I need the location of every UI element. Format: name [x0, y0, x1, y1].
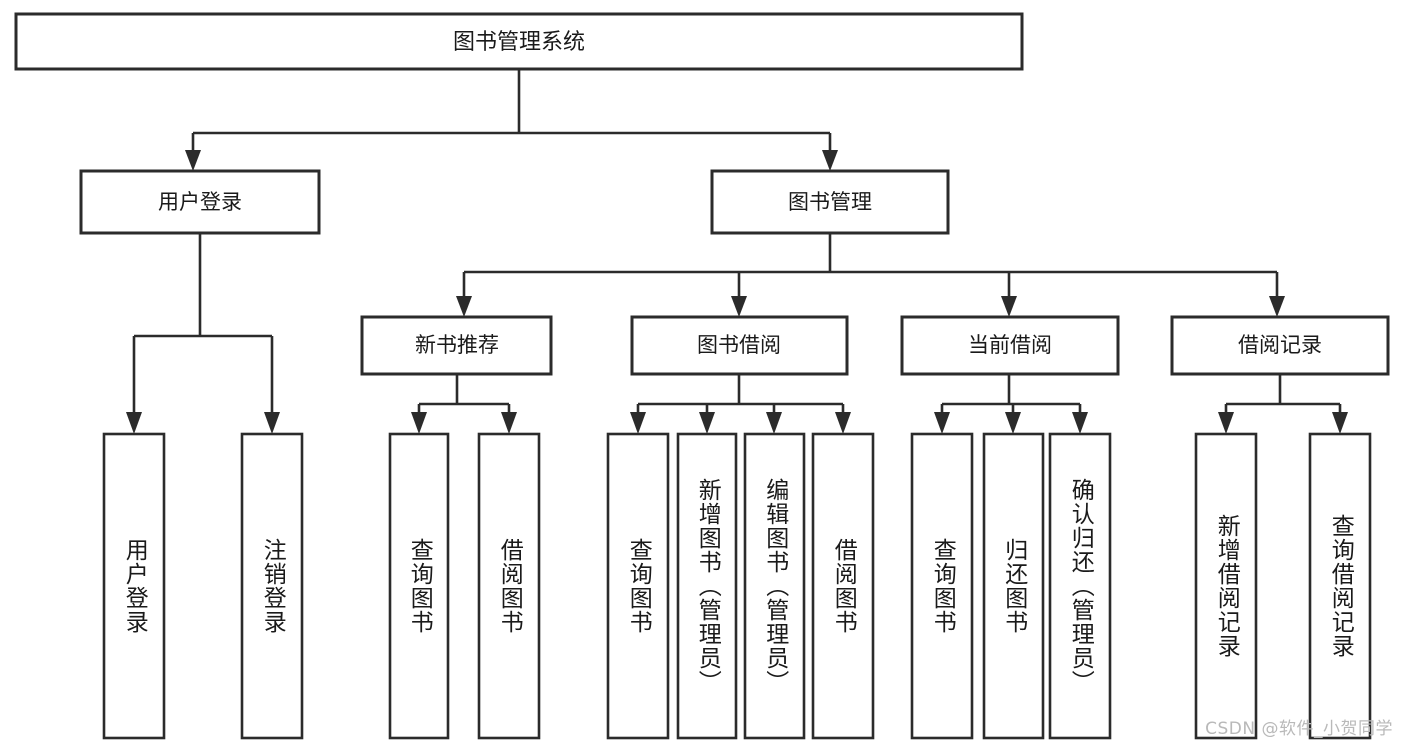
arrow-head-newbook-leaf2: [501, 412, 517, 434]
arrow-head-book-manage: [822, 150, 838, 171]
node-borrow-record-box[interactable]: [1170, 315, 1390, 376]
node-current-borrow[interactable]: 当前借阅: [900, 315, 1120, 376]
leaf-box-add-book-admin[interactable]: [676, 432, 738, 740]
arrow-head-borrow-leaf4: [835, 412, 851, 434]
node-user-login-box[interactable]: [79, 169, 321, 235]
leaf-box-borrow-book[interactable]: [811, 432, 875, 740]
node-user-login-label: 用户登录: [158, 190, 242, 214]
arrow-head-current-leaf2: [1005, 412, 1021, 434]
arrow-head-record-leaf1: [1218, 412, 1234, 434]
arrow-head-record-leaf2: [1332, 412, 1348, 434]
node-current-borrow-label: 当前借阅: [968, 333, 1052, 357]
leaf-box-confirm-return-admin[interactable]: [1048, 432, 1112, 740]
arrow-head-borrow-leaf2: [699, 412, 715, 434]
leaf-box-query-book-current[interactable]: [910, 432, 974, 740]
arrow-head-newbook: [456, 296, 472, 317]
arrow-head-newbook-leaf1: [411, 412, 427, 434]
node-new-book-recommend-label: 新书推荐: [415, 333, 499, 357]
leaf-box-user-login[interactable]: [102, 432, 166, 740]
leaf-box-add-borrow-record[interactable]: [1194, 432, 1258, 740]
arrow-head-user-login: [185, 150, 201, 171]
node-root-system-label: 图书管理系统: [453, 30, 585, 55]
node-book-borrow-box[interactable]: [630, 315, 849, 376]
node-book-manage[interactable]: 图书管理: [710, 169, 950, 235]
leaf-box-logout-login[interactable]: [240, 432, 304, 740]
leaf-box-layer: [102, 432, 1372, 740]
arrow-head-record: [1269, 296, 1285, 317]
node-current-borrow-box[interactable]: [900, 315, 1120, 376]
node-user-login[interactable]: 用户登录: [79, 169, 321, 235]
node-book-borrow-label: 图书借阅: [697, 333, 781, 357]
leaf-box-query-book-borrow[interactable]: [606, 432, 670, 740]
node-new-book-recommend-box[interactable]: [360, 315, 553, 376]
leaf-box-query-borrow-record[interactable]: [1308, 432, 1372, 740]
node-book-borrow[interactable]: 图书借阅: [630, 315, 849, 376]
arrow-head-current: [1001, 296, 1017, 317]
leaf-box-borrow-book-newbook[interactable]: [477, 432, 541, 740]
node-new-book-recommend[interactable]: 新书推荐: [360, 315, 553, 376]
arrow-head-borrow-leaf3: [766, 412, 782, 434]
node-book-manage-box[interactable]: [710, 169, 950, 235]
leaf-box-edit-book-admin[interactable]: [743, 432, 806, 740]
arrow-head-borrow: [731, 296, 747, 317]
node-root-system-box[interactable]: [14, 12, 1024, 71]
node-root-system[interactable]: 图书管理系统: [14, 12, 1024, 71]
leaf-box-return-book[interactable]: [982, 432, 1045, 740]
arrow-head-current-leaf1: [934, 412, 950, 434]
arrow-head-leaf-user-login: [126, 412, 142, 434]
arrow-head-borrow-leaf1: [630, 412, 646, 434]
node-book-manage-label: 图书管理: [788, 190, 872, 214]
csdn-watermark: CSDN @软件_小贺同学: [1205, 719, 1393, 739]
arrow-head-leaf-logout-login: [264, 412, 280, 434]
arrow-head-current-leaf3: [1072, 412, 1088, 434]
leaf-box-query-book-newbook[interactable]: [388, 432, 450, 740]
node-borrow-record[interactable]: 借阅记录: [1170, 315, 1390, 376]
connector-layer: [126, 69, 1348, 434]
node-borrow-record-label: 借阅记录: [1238, 333, 1322, 357]
